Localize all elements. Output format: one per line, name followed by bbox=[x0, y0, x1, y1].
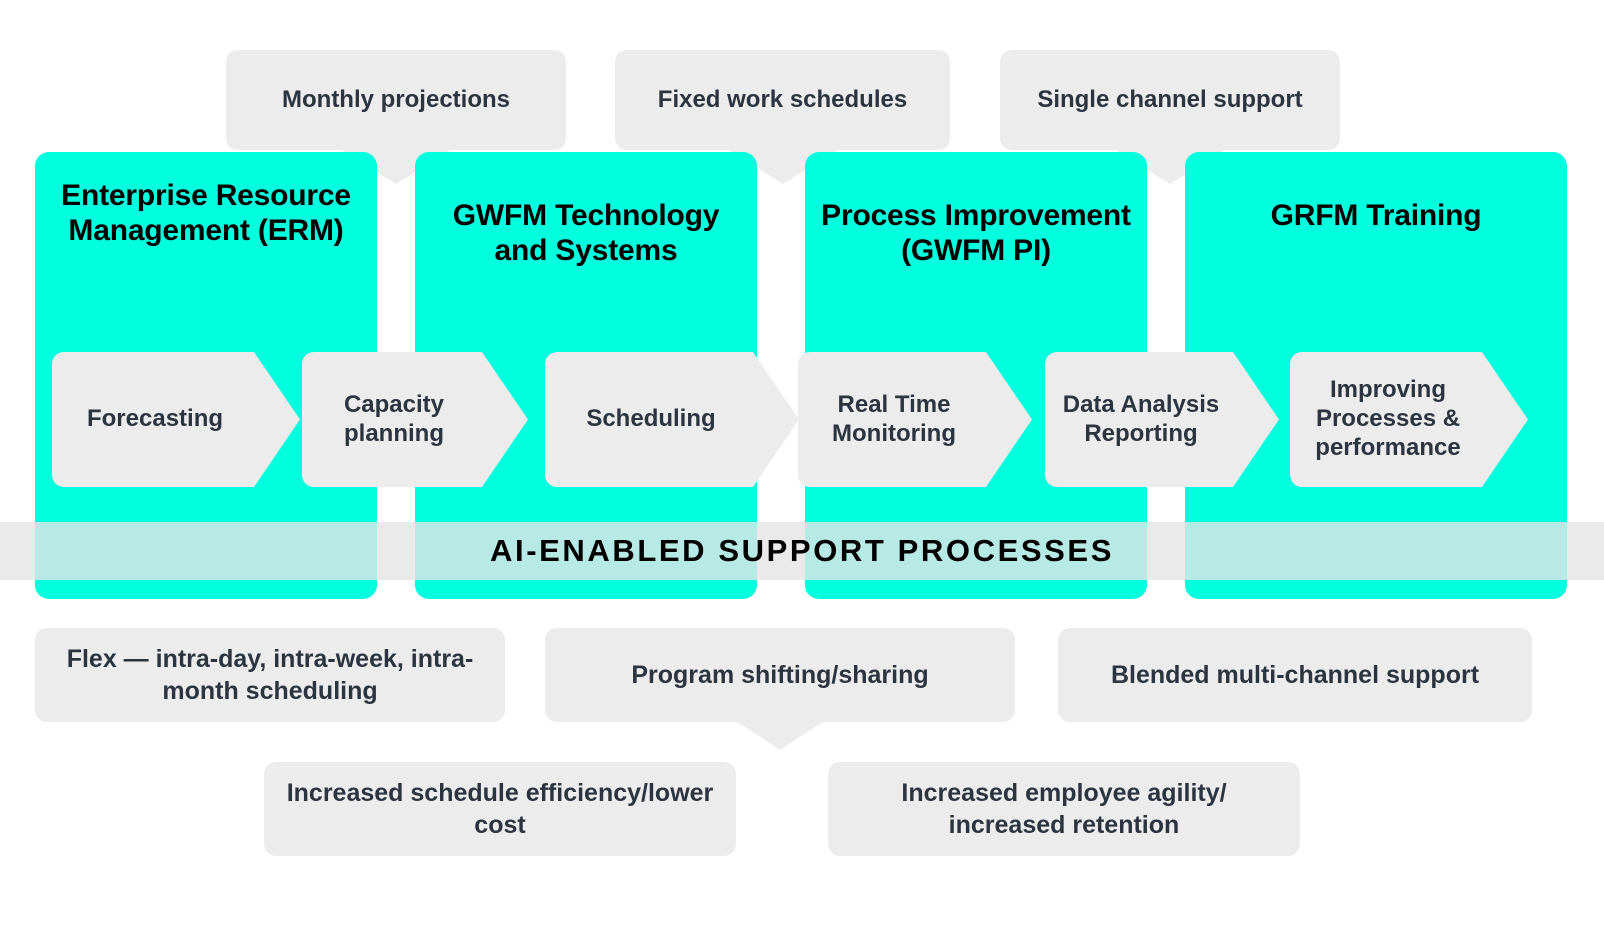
chevron-capacity-planning: Capacity planning bbox=[302, 352, 528, 487]
bottom-callout-label: Blended multi-channel support bbox=[1110, 660, 1480, 689]
pillar-title: GRFM Training bbox=[1270, 199, 1482, 232]
chevron-label: Scheduling bbox=[586, 405, 716, 433]
banner-label: AI-ENABLED SUPPORT PROCESSES bbox=[490, 533, 1114, 568]
chevron-data-analysis-reporting: Data Analysis Reporting bbox=[1045, 352, 1279, 487]
chevron-forecasting: Forecasting bbox=[52, 352, 300, 487]
bottom-callout-flex-scheduling: Flex — intra-day, intra-week, intra-mont… bbox=[35, 628, 505, 722]
ai-enabled-support-processes-banner: AI-ENABLED SUPPORT PROCESSES bbox=[0, 522, 1604, 580]
chevron-label: Improving Processes & performance bbox=[1315, 376, 1461, 461]
pillar-title: Enterprise Resource Management (ERM) bbox=[61, 179, 351, 248]
top-callout-label: Fixed work schedules bbox=[657, 85, 908, 113]
chevron-label: Real Time Monitoring bbox=[832, 390, 956, 447]
chevron-arrow-icon bbox=[753, 352, 799, 487]
bottom-callout-blended-multi-channel-support: Blended multi-channel support bbox=[1058, 628, 1532, 722]
chevron-label: Capacity planning bbox=[343, 390, 445, 447]
chevron-real-time-monitoring: Real Time Monitoring bbox=[798, 352, 1032, 487]
bottom-callout-increased-employee-agility: Increased employee agility/ increased re… bbox=[828, 762, 1300, 856]
bottom-callout-label: Flex — intra-day, intra-week, intra-mont… bbox=[66, 644, 474, 706]
chevron-label: Data Analysis Reporting bbox=[1062, 390, 1220, 447]
chevron-improving-processes-performance: Improving Processes & performance bbox=[1290, 352, 1528, 487]
top-callout-single-channel-support: Single channel support bbox=[1000, 50, 1340, 184]
top-callout-label: Single channel support bbox=[1037, 85, 1303, 113]
top-callout-monthly-projections: Monthly projections bbox=[226, 50, 566, 184]
chevron-label: Forecasting bbox=[86, 405, 224, 433]
callout-pointer-icon bbox=[736, 721, 824, 750]
bottom-callout-label: Increased schedule efficiency/lower cost bbox=[286, 778, 714, 840]
pillar-title: Process Improvement (GWFM PI) bbox=[821, 199, 1131, 268]
bottom-callout-increased-schedule-efficiency: Increased schedule efficiency/lower cost bbox=[264, 762, 736, 856]
bottom-callout-label: Program shifting/sharing bbox=[631, 660, 929, 689]
bottom-callout-label: Increased employee agility/ increased re… bbox=[901, 778, 1227, 840]
pillar-title: GWFM Technology and Systems bbox=[452, 199, 720, 268]
bottom-callout-program-shifting-sharing: Program shifting/sharing bbox=[545, 628, 1015, 750]
chevron-scheduling: Scheduling bbox=[545, 352, 799, 487]
top-callout-label: Monthly projections bbox=[282, 85, 510, 113]
top-callout-fixed-work-schedules: Fixed work schedules bbox=[615, 50, 950, 184]
